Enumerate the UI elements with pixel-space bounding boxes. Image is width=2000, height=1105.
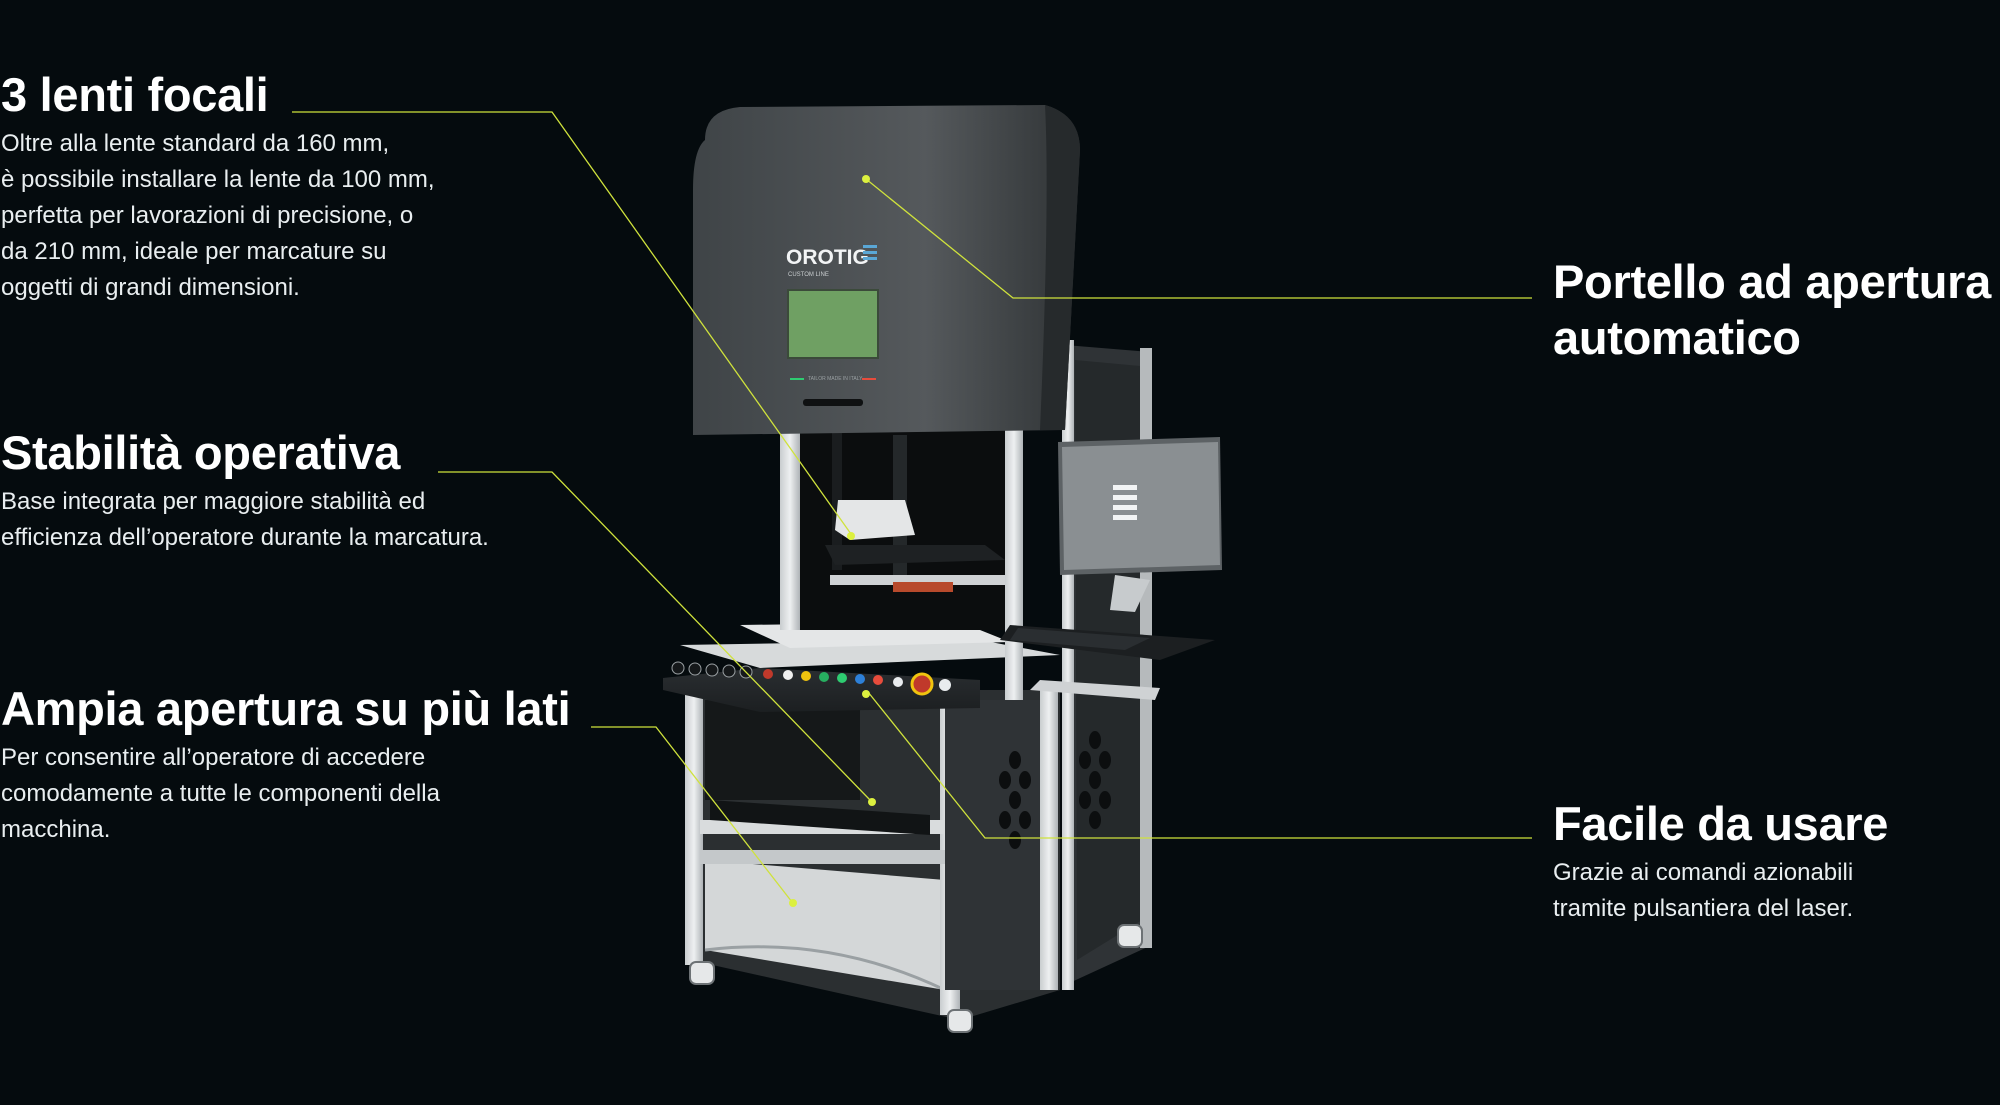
callout-line-door [865,178,1532,299]
side-panel [1062,340,1152,990]
feature-easy: Facile da usare Grazie ai comandi aziona… [1553,797,1993,927]
laser-gantry [780,430,1023,700]
monitor-logo-icon [1113,485,1137,520]
control-buttons [671,661,951,696]
feature-stability-title: Stabilità operativa [1,426,401,479]
callout-dot-stability [868,798,876,806]
feature-lenses-line: oggetti di grandi dimensioni. [1,274,300,301]
feature-opening: Ampia apertura su più lati Per consentir… [1,682,571,848]
feature-opening-line: Per consentire all’operatore di accedere [1,744,426,771]
callout-lines [292,111,1532,907]
feature-opening-line: macchina. [1,816,111,843]
feature-easy-line: Grazie ai comandi azionabili [1553,859,1854,886]
base-frame [685,690,1111,1020]
callout-dot-lenses [847,532,855,540]
feature-lenses-title: 3 lenti focali [1,68,269,121]
callout-line-easy [867,691,1532,839]
callout-dot-door [862,175,870,183]
callout-dot-easy [862,690,870,698]
feature-lenses-line: da 210 mm, ideale per marcature su [1,238,387,265]
feature-lenses: 3 lenti focali Oltre alla lente standard… [1,68,521,306]
feature-easy-line: tramite pulsantiera del laser. [1553,895,1854,922]
feature-stability-line: efficienza dell’operatore durante la mar… [1,524,489,551]
callout-line-lenses [292,111,852,535]
brand-logo: OROTIG [786,246,869,269]
brand-tagline: TAILOR MADE IN ITALY [808,376,863,382]
feature-opening-description: Per consentire all’operatore di accedere… [1,740,541,848]
feature-easy-description: Grazie ai comandi azionabili tramite pul… [1553,855,1953,927]
feature-stability-description: Base integrata per maggiore stabilità ed… [1,484,601,556]
feature-stability-line: Base integrata per maggiore stabilità ed [1,488,426,515]
feature-door-title-line: Portello ad apertura [1553,255,1991,308]
callout-line-stability [438,471,871,801]
laser-hood: OROTIG CUSTOM LINE TAILOR MADE IN ITALY [693,105,1080,435]
callout-dot-opening [789,899,797,907]
callout-line-opening [591,726,793,903]
feature-opening-line: comodamente a tutte le componenti della [1,780,440,807]
feature-door: Portello ad apertura automatico [1553,254,2000,366]
feature-lenses-line: è possibile installare la lente da 100 m… [1,166,435,193]
feature-lenses-line: perfetta per lavorazioni di precisione, … [1,202,414,229]
feature-lenses-line: Oltre alla lente standard da 160 mm, [1,130,390,157]
caster-wheels [689,924,1143,1033]
feature-stability: Stabilità operativa Base integrata per m… [1,426,601,556]
feature-door-title: Portello ad apertura automatico [1553,254,2000,366]
brand-subtitle: CUSTOM LINE [788,272,829,278]
feature-opening-title: Ampia apertura su più lati [1,682,571,735]
feature-easy-title: Facile da usare [1553,797,1889,850]
feature-door-title-line: automatico [1553,311,1801,364]
feature-lenses-description: Oltre alla lente standard da 160 mm, è p… [1,126,521,306]
monitor-arm [1000,437,1222,700]
